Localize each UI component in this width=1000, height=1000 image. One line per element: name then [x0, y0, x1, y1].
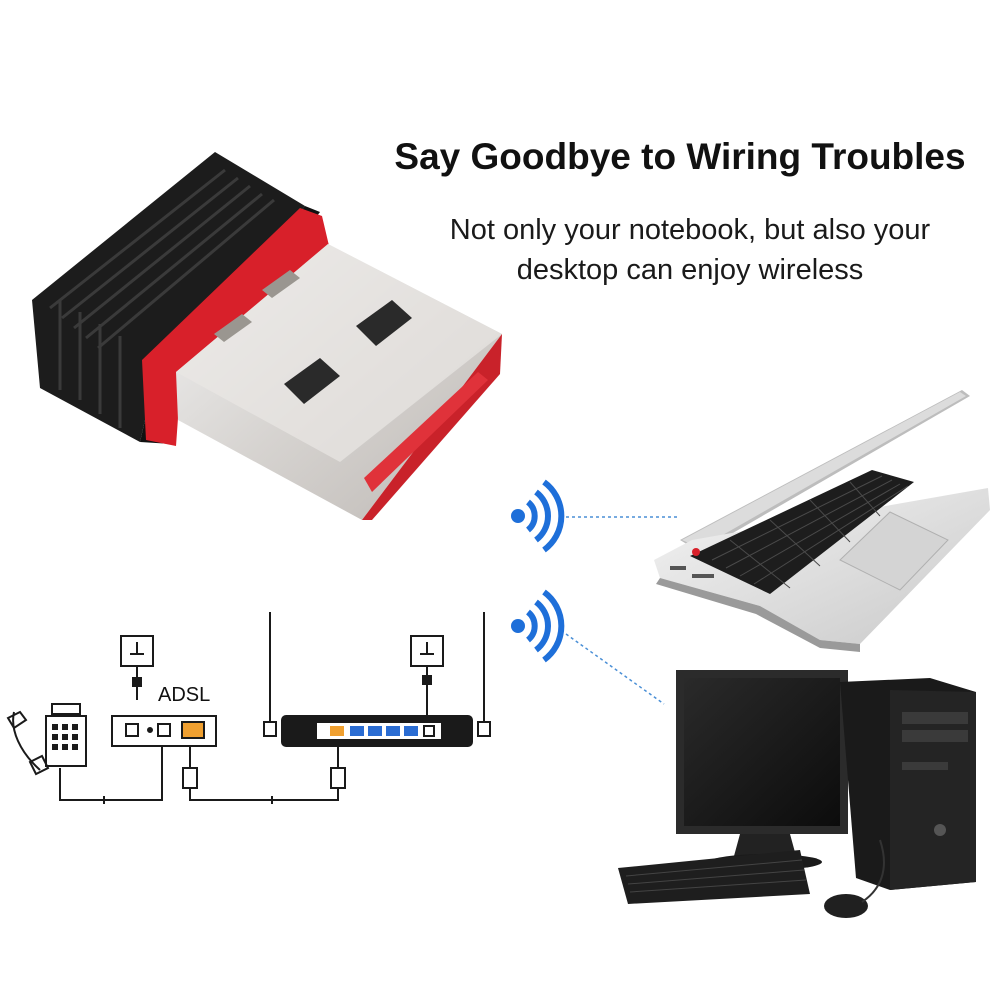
telephone	[6, 703, 87, 776]
desktop-link-line	[565, 633, 665, 705]
wall-socket-icon	[410, 635, 444, 716]
desktop-computer	[618, 670, 976, 918]
wired-network-diagram	[6, 612, 491, 804]
wifi-signal-icon	[511, 479, 565, 553]
subheadline-line-2: desktop can enjoy wireless	[516, 254, 864, 286]
subheadline: Not only your notebook, but also your de…	[380, 210, 1000, 290]
wireless-router	[263, 612, 491, 747]
laptop	[654, 390, 990, 652]
adsl-modem	[111, 715, 217, 747]
wifi-signal-icon	[511, 589, 565, 663]
wall-socket-icon	[120, 635, 154, 700]
adsl-label: ADSL	[158, 684, 211, 706]
subheadline-line-1: Not only your notebook, but also your	[449, 214, 931, 246]
usb-wifi-adapter	[32, 152, 502, 520]
headline: Say Goodbye to Wiring Troubles	[394, 136, 966, 177]
